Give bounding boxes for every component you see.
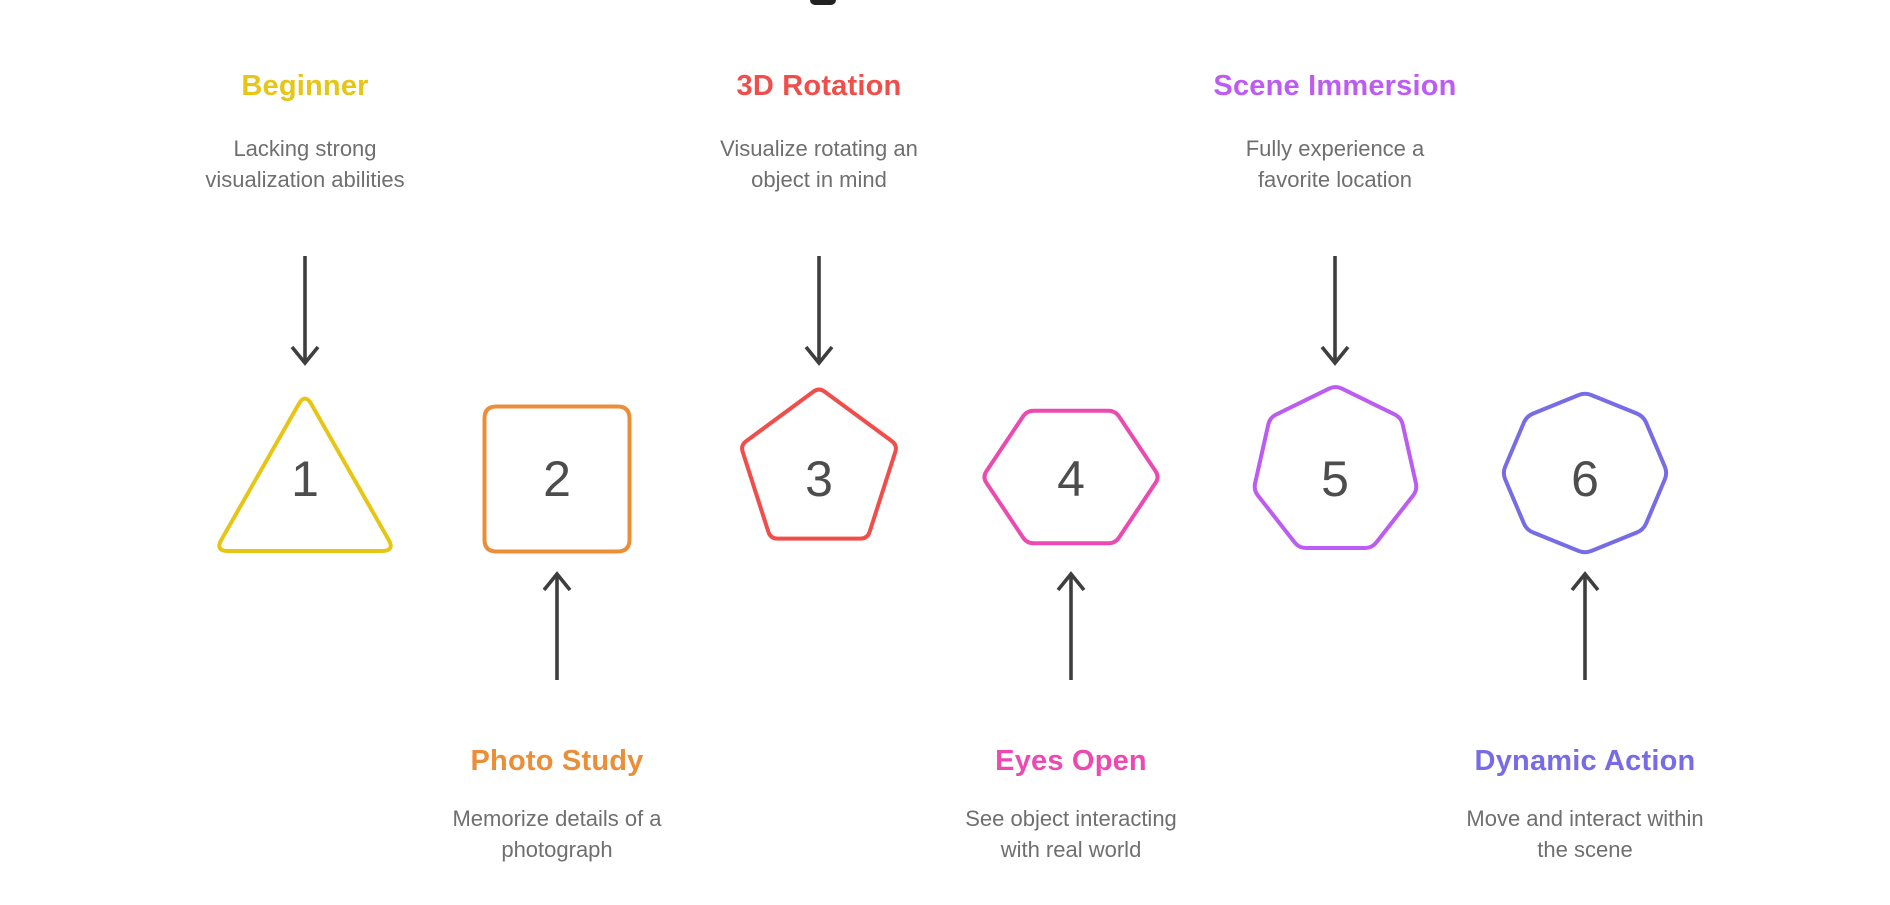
step-number: 5 xyxy=(1321,451,1349,507)
step-title: Dynamic Action xyxy=(1474,745,1696,777)
arrow-up-icon xyxy=(542,571,572,680)
step-description: Lacking strong visualization abilities xyxy=(205,136,405,192)
step-title: Scene Immersion xyxy=(1213,70,1457,102)
step-number: 3 xyxy=(805,451,833,507)
step-title: Beginner xyxy=(241,70,369,102)
step-description: Memorize details of a photograph xyxy=(452,806,662,862)
square-shape xyxy=(482,404,632,554)
octagon-shape xyxy=(1501,391,1669,555)
arrow-up-icon xyxy=(1570,571,1600,680)
step-title: Photo Study xyxy=(470,745,644,777)
step-number: 1 xyxy=(291,451,319,507)
step-description: Fully experience a favorite location xyxy=(1245,136,1425,192)
step-title: Eyes Open xyxy=(995,745,1147,777)
arrow-down-icon xyxy=(1320,256,1350,366)
hexagon-shape xyxy=(982,408,1160,546)
step-number: 2 xyxy=(543,451,571,507)
pentagon-shape xyxy=(740,387,898,541)
arrow-up-icon xyxy=(1056,571,1086,680)
step-description: See object interacting with real world xyxy=(965,806,1177,862)
step-description: Move and interact within the scene xyxy=(1466,806,1704,862)
heptagon-shape xyxy=(1252,385,1418,550)
arrow-down-icon xyxy=(804,256,834,366)
step-title: 3D Rotation xyxy=(736,70,902,102)
cropped-title-glyph-fragment xyxy=(810,0,836,5)
step-description: Visualize rotating an object in mind xyxy=(720,136,918,192)
arrow-down-icon xyxy=(290,256,320,366)
triangle-shape xyxy=(217,396,393,553)
step-number: 6 xyxy=(1571,451,1599,507)
step-number: 4 xyxy=(1057,451,1085,507)
